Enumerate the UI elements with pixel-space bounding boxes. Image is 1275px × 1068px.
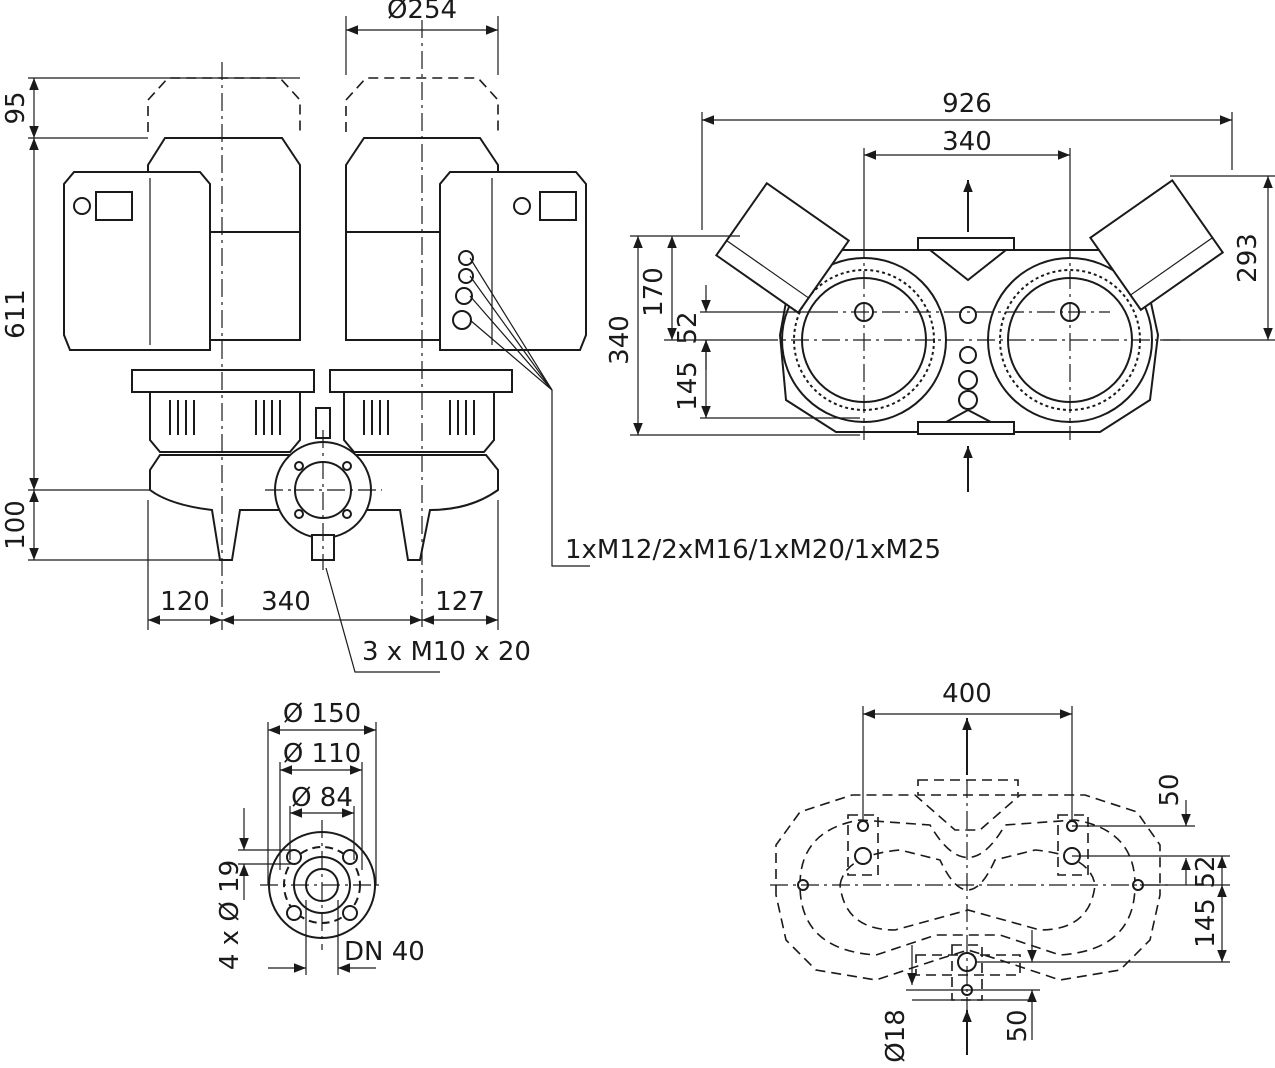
- callout-screws: 3 x M10 x 20: [362, 637, 531, 667]
- dim-top-170: 170: [639, 267, 669, 317]
- dim-foot-50-top: 50: [1155, 773, 1185, 806]
- top-view: 926 340 340 170 52 145 293: [605, 89, 1275, 492]
- dim-left-offset: 120: [160, 587, 210, 617]
- flange-detail: Ø 150 Ø 110 Ø 84 4 x Ø 19 DN 40: [215, 699, 425, 975]
- dim-right-offset: 127: [435, 587, 485, 617]
- dim-top-145: 145: [673, 361, 703, 411]
- dim-foot-width: 400: [942, 679, 992, 709]
- dim-flange-bolt-circle: Ø 110: [283, 739, 361, 769]
- dim-foot-hole: Ø18: [881, 1009, 911, 1063]
- foot-holes: [797, 820, 1144, 996]
- central-valve: [958, 306, 978, 410]
- dim-foot-52: 52: [1191, 855, 1221, 888]
- dim-flange-inner: Ø 84: [291, 783, 353, 813]
- foot-view: 400 50 52 145 50 Ø18: [770, 679, 1230, 1063]
- dim-flange-holes: 4 x Ø 19: [215, 860, 245, 970]
- dim-top-center-distance: 340: [942, 127, 992, 157]
- electronic-module-right: [439, 171, 587, 351]
- dim-motor-diameter: Ø254: [387, 0, 457, 25]
- dim-flange-outer: Ø 150: [283, 699, 361, 729]
- callout-cable-glands: 1xM12/2xM16/1xM20/1xM25: [565, 535, 941, 565]
- dim-height: 611: [1, 289, 31, 339]
- dim-motor-clearance: 95: [1, 91, 31, 124]
- cable-glands: [452, 250, 474, 330]
- motor-fins-left: [209, 231, 301, 341]
- front-view: Ø254 95 611 100 120 340 127 1xM12/2xM16/…: [1, 0, 941, 673]
- dim-top-height: 340: [605, 315, 635, 365]
- dim-overall-width: 926: [942, 89, 992, 119]
- dim-foot-50-bottom: 50: [1003, 1009, 1033, 1042]
- dim-module-height: 293: [1233, 233, 1263, 283]
- electronic-module-left: [63, 171, 211, 351]
- dim-top-52: 52: [673, 311, 703, 344]
- dim-base-height: 100: [1, 500, 31, 550]
- module-top-right: [1088, 178, 1225, 312]
- dim-foot-145: 145: [1191, 898, 1221, 948]
- dim-flange-nominal: DN 40: [344, 937, 425, 967]
- motor-fins-right: [345, 231, 441, 341]
- dim-center-distance: 340: [261, 587, 311, 617]
- module-top-left: [714, 181, 851, 315]
